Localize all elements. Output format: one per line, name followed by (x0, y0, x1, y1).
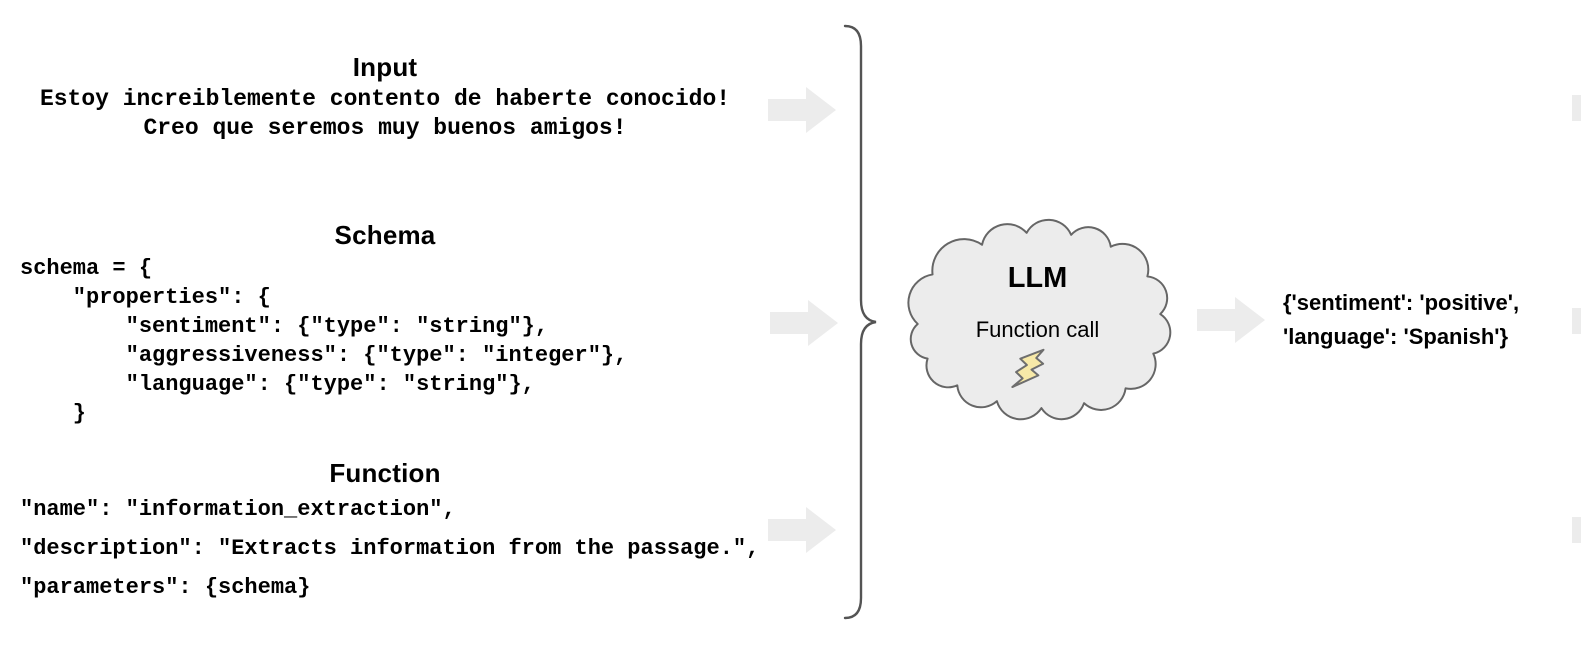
edge-artifact (1572, 517, 1581, 543)
arrow-shape (770, 300, 838, 346)
schema-heading: Schema (334, 220, 436, 250)
text-line: schema = { (20, 256, 153, 281)
function-call-label: Function call (975, 317, 1100, 342)
text-line: "language": {"type": "string"}, (20, 372, 535, 397)
edge-artifact (1572, 95, 1581, 121)
text-line: "name": "information_extraction", (20, 497, 456, 522)
text-line: "aggressiveness": {"type": "integer"}, (20, 343, 628, 368)
bolt-shape (1011, 348, 1045, 389)
function-arrow-icon (768, 507, 836, 553)
arrow-shape (1197, 297, 1265, 343)
input-arrow-icon (768, 87, 836, 133)
schema-code: schema = { "properties": { "sentiment": … (20, 254, 627, 428)
input-text: Estoy increiblemente contento de haberte… (20, 85, 750, 143)
input-heading: Input (352, 52, 418, 82)
llm-title: LLM (1007, 262, 1068, 294)
function-code: "name": "information_extraction", "descri… (20, 490, 759, 607)
edge-artifact (1572, 308, 1581, 334)
text-line: 'language': 'Spanish'} (1283, 324, 1509, 349)
text-line: "description": "Extracts information fro… (20, 536, 760, 561)
output-arrow-icon (1197, 297, 1265, 343)
output-text: {'sentiment': 'positive', 'language': 'Sp… (1283, 286, 1573, 354)
cloud-shape (907, 218, 1172, 421)
grouping-brace (843, 24, 877, 620)
function-heading: Function (329, 458, 441, 488)
arrow-shape (768, 87, 836, 133)
text-line: "parameters": {schema} (20, 575, 311, 600)
lightning-bolt-icon (1011, 348, 1045, 389)
text-line: "sentiment": {"type": "string"}, (20, 314, 549, 339)
text-line: "properties": { (20, 285, 271, 310)
text-line: {'sentiment': 'positive', (1283, 290, 1520, 315)
llm-cloud (907, 218, 1172, 421)
text-line: Estoy increiblemente contento de haberte… (39, 86, 731, 112)
schema-arrow-icon (770, 300, 838, 346)
arrow-shape (768, 507, 836, 553)
brace-path (843, 24, 877, 620)
text-line: } (20, 401, 87, 426)
text-line: Creo que seremos muy buenos amigos! (143, 115, 627, 141)
